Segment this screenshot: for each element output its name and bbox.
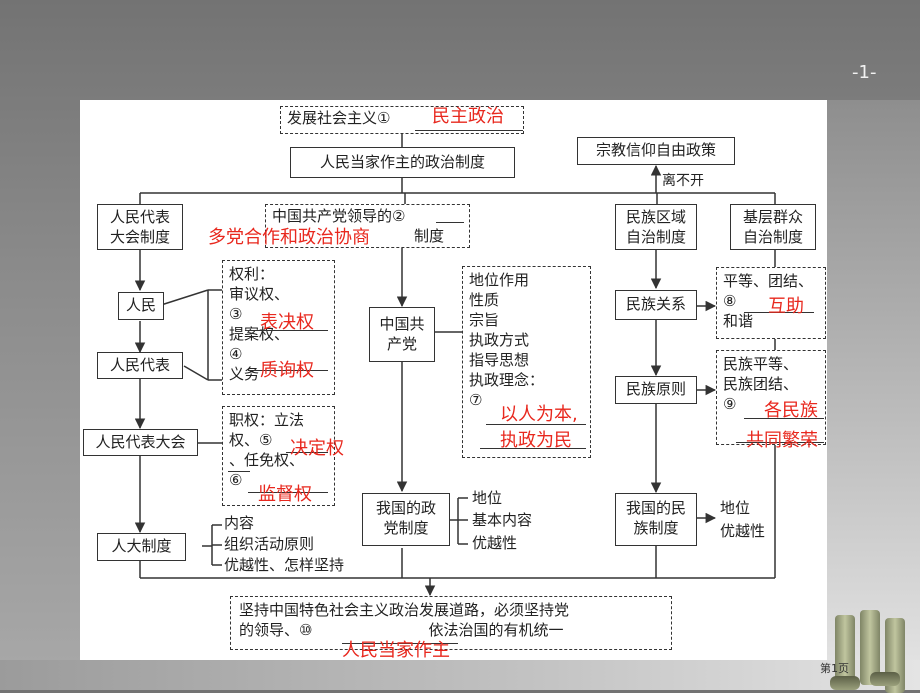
blank-line (286, 452, 328, 453)
ethnic-principles-detail-box: 民族平等、 民族团结、 ⑨ (716, 350, 826, 445)
answer-9-line1: 各民族 (764, 400, 818, 421)
inseparable-label: 离不开 (662, 173, 704, 189)
people-box: 人民 (118, 292, 164, 320)
ethnic-autonomy-box: 民族区域自治制度 (615, 204, 697, 250)
bamboo-decoration (870, 672, 900, 686)
bamboo-decoration (860, 610, 880, 685)
answer-7-line2: 执政为民 (500, 430, 572, 451)
congress-duties-box: 职权：立法 权、⑤ 、任免权、 ⑥ (222, 406, 335, 506)
ethnic-relations-detail-box: 平等、团结、 ⑧ 和谐 (716, 267, 826, 339)
party-system-box: 我国的政党制度 (362, 493, 450, 546)
cpc-system-box: 中国共产党领导的② 制度 (265, 204, 470, 248)
blank-line (248, 330, 328, 331)
answer-7-line1: 以人为本, (500, 404, 578, 425)
deputy-rights-box: 权利： 审议权、 ③ 提案权、 ④ 义务 (222, 260, 335, 395)
blank-line (248, 492, 328, 493)
blank-line (248, 370, 328, 371)
ethnic-item-advantages: 优越性 (720, 522, 766, 540)
party-item-status: 地位 (472, 489, 503, 507)
answer-5: 决定权 (290, 438, 344, 459)
blank-line (342, 643, 458, 644)
religion-policy-box: 宗教信仰自由政策 (577, 137, 735, 165)
blank-line (744, 312, 814, 313)
ethnic-relations-box: 民族关系 (615, 290, 697, 320)
answer-1: 民主政治 (432, 106, 504, 127)
slide: 发展社会主义① 民主政治 人民当家作主的政治制度 宗教信仰自由政策 离不开 人民… (80, 100, 827, 661)
npc-item-advantages: 优越性、怎样坚持 (224, 556, 345, 574)
blank-line (228, 471, 250, 472)
blank-line (480, 448, 586, 449)
answer-6: 监督权 (258, 484, 312, 505)
congress-box: 人民代表大会 (83, 429, 198, 456)
slide-number: 第1页 (820, 662, 849, 675)
blank-line (436, 222, 464, 223)
ethnic-system-box: 我国的民族制度 (615, 493, 697, 546)
blank-line (744, 418, 824, 419)
background-decoration (827, 100, 920, 690)
page-number: -1- (852, 62, 877, 83)
main-system-box: 人民当家作主的政治制度 (290, 147, 515, 178)
answer-2: 多党合作和政治协商 (208, 227, 370, 248)
bamboo-decoration (830, 676, 860, 690)
answer-10: 人民当家作主 (342, 640, 450, 661)
npc-system-box: 人民代表大会制度 (97, 204, 183, 250)
party-item-advantages: 优越性 (472, 534, 518, 552)
cpc-attributes-box: 地位作用 性质 宗旨 执政方式 指导思想 执政理念： ⑦ (462, 266, 591, 458)
npc-item-content: 内容 (224, 514, 255, 532)
blank-line (736, 442, 824, 443)
answer-8: 互助 (768, 296, 804, 317)
bamboo-decoration (835, 615, 855, 690)
npc-item-principles: 组织活动原则 (224, 535, 315, 553)
connector-lines (134, 134, 776, 597)
top-goal-box: 发展社会主义① (280, 106, 524, 134)
npc-short-box: 人大制度 (97, 533, 186, 561)
ethnic-principles-box: 民族原则 (615, 376, 697, 404)
answer-4: 质询权 (260, 360, 314, 381)
answer-9-line2: 共同繁荣 (746, 430, 818, 451)
ethnic-item-status: 地位 (720, 499, 751, 517)
answer-3: 表决权 (260, 312, 314, 333)
cpc-box: 中国共产党 (369, 307, 435, 362)
party-item-content: 基本内容 (472, 511, 533, 529)
grassroots-autonomy-box: 基层群众自治制度 (730, 204, 816, 250)
deputy-box: 人民代表 (97, 352, 183, 379)
background-decoration-bottom (0, 610, 920, 693)
blank-line (486, 424, 586, 425)
blank-line (415, 130, 523, 131)
